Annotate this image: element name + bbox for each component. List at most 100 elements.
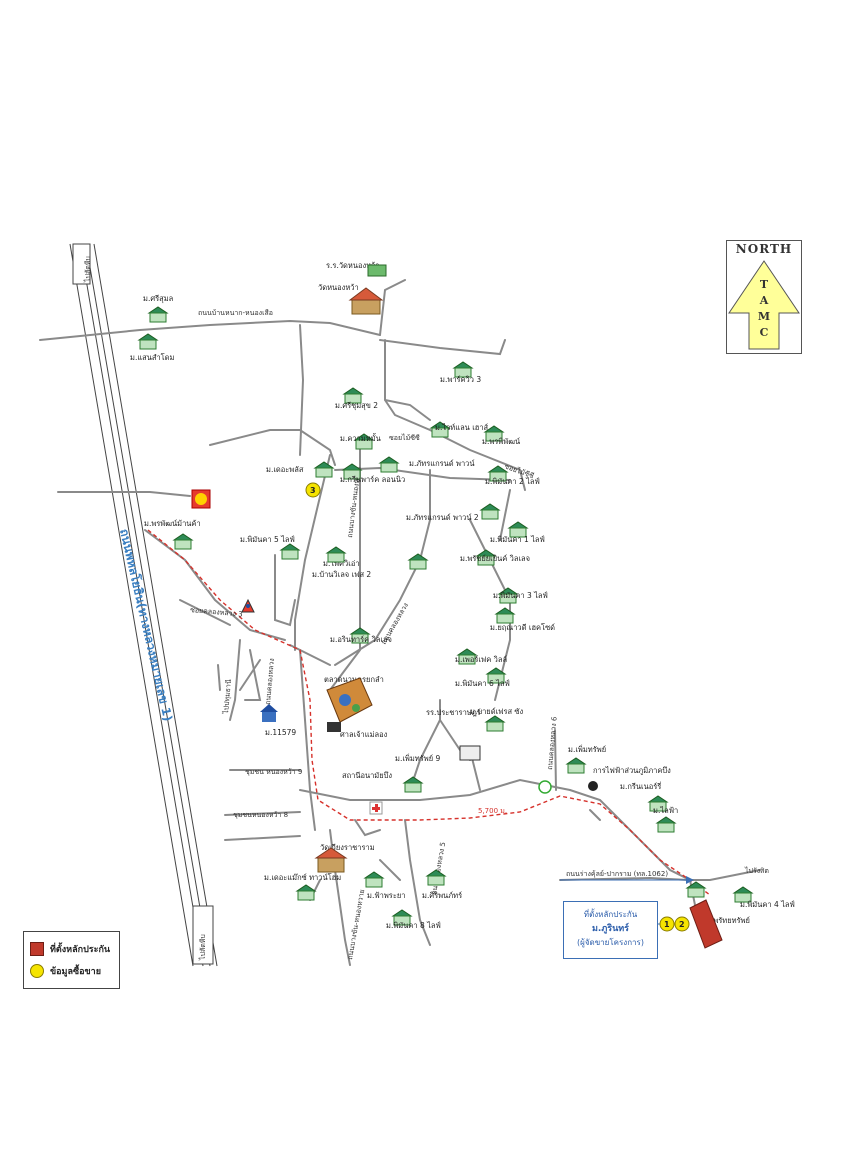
place-label: ม.ศิริพนภ์ทร์: [422, 891, 462, 900]
house-icon: [497, 587, 519, 604]
svg-text:1: 1: [664, 920, 670, 929]
legend: ที่ตั้งหลักประกัน ข้อมูลซื้อขาย: [23, 931, 120, 989]
house-icon: [483, 425, 505, 442]
road-label-16: ถนนบางขัน-หนองหวาย: [346, 889, 366, 961]
road-label-11: ถนนคลองหลวง 6: [546, 716, 559, 770]
house-icon: [325, 546, 347, 563]
place-label: ม.ยฤณาวดี เฮคโซด์: [490, 623, 555, 632]
place-label: ม.พาร์ควิว 3: [440, 375, 481, 384]
house-icon: [342, 387, 364, 404]
north-letters: T A M C: [756, 277, 772, 341]
house-icon: [732, 886, 754, 903]
distance-label: 5,700 ม.: [478, 807, 507, 815]
place-label: สถานีอนามัยบึง: [342, 771, 392, 780]
house-icon: [363, 871, 385, 888]
road-label-8: ชุมชนหนองหว้า 8: [233, 811, 288, 819]
route-line: [147, 529, 711, 896]
road-label-17: ถนนคลองหลวง: [264, 658, 276, 705]
north-arrow: NORTH T A M C: [726, 240, 802, 354]
places-layer: ร.ร.วัดหนองหว้าวัดหนองหว้าม.ศรีสุมลม.แสน…: [130, 261, 795, 930]
road-label-2: ซอยไม้ซีซี: [389, 433, 420, 442]
highway-caps: [72, 243, 214, 965]
house-icon: [349, 627, 371, 644]
house-icon: [452, 361, 474, 378]
legend-item-site: ที่ตั้งหลักประกัน: [30, 942, 110, 956]
legend-label-site: ที่ตั้งหลักประกัน: [50, 945, 111, 955]
north-title: NORTH: [735, 242, 793, 256]
police-icon: [538, 780, 552, 794]
legend-item-data: ข้อมูลซื้อขาย: [30, 964, 101, 978]
place-label: ม.ภัทรแกรนด์ พาวน์: [409, 459, 475, 468]
place-label: ม.พิมันคา 8 ไลฟ์: [386, 921, 441, 930]
place-label: ม.เพอร์เฟค วิลล์: [455, 655, 507, 664]
place-label: ร.ร.วัดหนองหว้า: [326, 261, 380, 270]
place-label: ม.เดอะพลัส: [266, 465, 304, 474]
road-label-10: ถนนคลองหลวง 5: [430, 841, 447, 895]
school-icon: [367, 264, 387, 277]
place-label: ม.แสนสำโดม: [130, 353, 175, 362]
temple-icon: [348, 287, 384, 315]
north-letter-a: A: [759, 294, 769, 307]
house-icon: [391, 909, 413, 926]
house-icon: [313, 461, 335, 478]
place-label: ม.ความหมั้น: [340, 433, 381, 443]
place-label: ม.เพิ่มทรัพย์ 9: [395, 753, 440, 763]
place-label: ม.เดอะแม๊กซ์ ทาวน์โฮม: [264, 873, 341, 882]
north-letter-t: T: [759, 278, 769, 291]
place-label: ม.พิมันคา 2 ไลฟ์: [485, 477, 540, 486]
north-letter-c: C: [759, 326, 769, 339]
place-label: วัดเวียงราชาราม: [320, 843, 375, 852]
house-icon: [487, 465, 509, 482]
house-icon: [137, 333, 159, 350]
place-label: ม.ภัทรแกรนด์ พาวน์ 2: [406, 513, 479, 522]
hospital-icon: [369, 801, 383, 815]
house-icon: [172, 533, 194, 550]
marker-1: 1: [659, 916, 675, 932]
house-icon: [341, 463, 363, 480]
place-label: ศาลเจ้าแม่ลอง: [340, 730, 388, 739]
callout-line-3: (ผู้จัดขายโครงการ): [577, 938, 644, 947]
place-label: ม.อรินทาร์ค วิลเลจ: [330, 635, 392, 644]
road-label-4: ซอยคลองหลวง 3: [190, 606, 243, 619]
house-icon: [485, 667, 507, 684]
government-building-icon: [459, 745, 481, 761]
place-label: ม.พิมันคา 3 ไลฟ์: [493, 591, 548, 600]
place-label: ม.ไวท์แลน เฮาส์: [435, 423, 489, 432]
electric-icon: [588, 781, 598, 791]
place-label: ม.11579: [265, 728, 296, 737]
road-label-14: ไปสัตหีบ: [83, 256, 92, 283]
house-icon: [655, 816, 677, 833]
house-icon: [425, 869, 447, 886]
house-icon: [402, 776, 424, 793]
place-label: ม.เพิ่มทรัพย์: [568, 744, 606, 754]
road-label-12: ไปปทุมธานี: [221, 679, 233, 715]
place-label: ม.บายด์เฟรส ซัง: [470, 707, 524, 716]
highway: [69, 243, 218, 967]
place-label: ม.ศรีชุมสุข 2: [335, 401, 378, 410]
house-icon: [407, 553, 429, 570]
place-label: ม.พิมันคา 6 ไลฟ์: [455, 679, 510, 688]
svg-text:3: 3: [310, 486, 316, 495]
house-icon: [565, 757, 587, 774]
place-label: รร.ประชาราษฎร์: [426, 708, 481, 717]
arrow-to-site: [560, 876, 694, 884]
house-icon: [494, 607, 516, 624]
house-icon-blue: [260, 704, 278, 722]
house-icon: [279, 543, 301, 560]
roads: [39, 279, 761, 966]
house-icon: [484, 715, 506, 732]
svg-text:2: 2: [679, 920, 685, 929]
place-label: ม.ฟ้าพระยา: [367, 891, 405, 900]
marker-2: 2: [674, 916, 690, 932]
place-label: ม.พิมันคา 4 ไลฟ์: [740, 900, 795, 909]
place-label: ม.ไลฟ้า: [653, 806, 678, 815]
place-label: ม.กรีนพาร์ค ลอนนิว: [340, 475, 405, 484]
house-icon: [685, 881, 707, 898]
house-icon: [353, 433, 375, 450]
house-icon: [507, 521, 529, 538]
road-label-7: ชุมชน หนองหว้า 9: [245, 768, 302, 776]
road-label-9: ถนนร่างคุ้ลย์-ปากราม (ทล.1062): [566, 870, 668, 878]
road-label-13: ไปรังสิต: [744, 866, 769, 875]
road-label-1: ถนนบ้านหนาก-หนองเสือ: [198, 309, 273, 317]
gas-station-icon: [241, 598, 255, 613]
